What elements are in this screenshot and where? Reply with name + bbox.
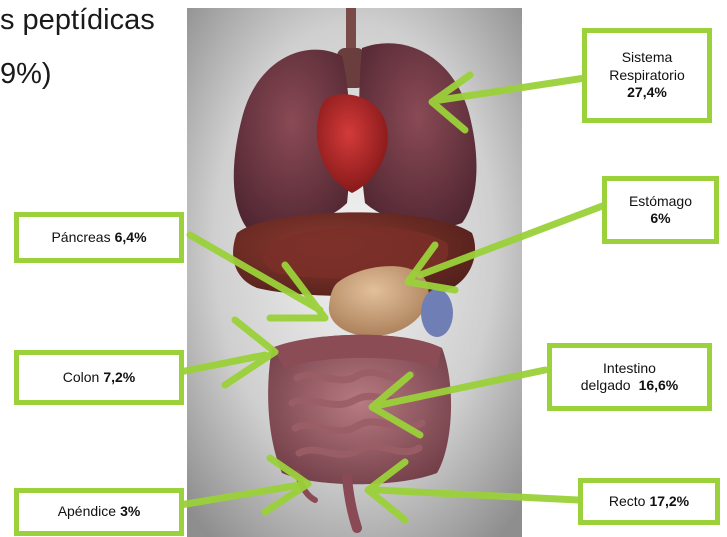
label-estomago: Estómago 6% (602, 176, 719, 244)
intestino-name: Intestino (603, 360, 656, 378)
intestino-value: 16,6% (639, 377, 679, 395)
human-organs-illustration (187, 8, 522, 537)
label-recto: Recto 17,2% (578, 478, 720, 525)
recto-name: Recto (609, 493, 646, 511)
background-heading-fragment: s peptídicas (0, 6, 155, 35)
apendice-name: Apéndice (58, 503, 116, 521)
colon-name: Colon (63, 369, 100, 387)
label-sistema-respiratorio: Sistema Respiratorio 27,4% (582, 28, 712, 123)
label-pancreas: Páncreas 6,4% (14, 212, 184, 263)
pancreas-name: Páncreas (51, 229, 110, 247)
estomago-name: Estómago (629, 193, 692, 211)
respiratorio-name2: Respiratorio (609, 67, 684, 85)
pancreas-value: 6,4% (115, 229, 147, 247)
label-apendice: Apéndice 3% (14, 488, 184, 536)
intestino-line2: delgado 16,6% (581, 377, 679, 395)
apendice-value: 3% (120, 503, 140, 521)
recto-value: 17,2% (649, 493, 689, 511)
label-intestino-delgado: Intestino delgado 16,6% (547, 343, 712, 411)
colon-value: 7,2% (103, 369, 135, 387)
label-colon: Colon 7,2% (14, 350, 184, 405)
background-percent-fragment: 9%) (0, 60, 52, 89)
respiratorio-name: Sistema (622, 49, 673, 67)
estomago-value: 6% (650, 210, 670, 228)
respiratorio-value: 27,4% (627, 84, 667, 102)
intestino-name2: delgado (581, 377, 631, 395)
